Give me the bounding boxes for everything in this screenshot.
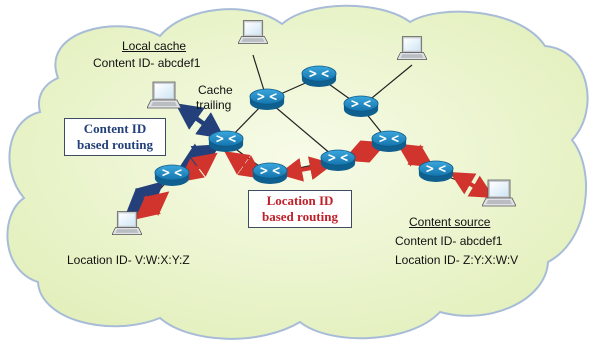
location-routing-line1: Location ID	[266, 193, 334, 208]
link	[266, 99, 339, 161]
local-cache-content-id: Content ID- abcdef1	[93, 56, 201, 70]
content-id-routing-label: Content ID based routing	[64, 118, 166, 156]
router-icon	[301, 65, 337, 88]
router-icon	[418, 160, 454, 183]
router-icon	[343, 95, 379, 118]
location-routing-arrow	[449, 171, 495, 199]
router-icon	[154, 164, 190, 187]
cache-trailing-line2: trailing	[196, 98, 232, 112]
cache-trailing-line1: Cache	[198, 83, 233, 97]
location-routing-arrow	[224, 151, 264, 179]
location-routing-line2: based routing	[262, 209, 338, 224]
location-routing-arrow	[178, 152, 218, 183]
content-source-content-id: Content ID- abcdef1	[395, 234, 503, 248]
local-cache-title: Local cache	[122, 39, 187, 53]
location-routing-arrow	[396, 143, 435, 168]
location-id-routing-label: Location ID based routing	[248, 190, 352, 228]
content-routing-line1: Content ID	[83, 121, 147, 136]
content-routing-line2: based routing	[77, 137, 153, 152]
router-icon	[249, 88, 285, 111]
router-icon	[252, 162, 288, 185]
content-routing-arrow	[175, 103, 225, 139]
router-icon	[320, 149, 356, 172]
router-icon	[371, 130, 407, 153]
content-source-location-id: Location ID- Z:Y:X:W:V	[395, 253, 519, 267]
location-routing-arrow	[134, 191, 170, 220]
router-icon	[208, 130, 244, 153]
location-id-routing-arrows	[134, 140, 495, 220]
location-routing-arrow	[342, 140, 388, 163]
location-routing-arrow	[278, 156, 334, 182]
client-location-id: Location ID- V:W:X:Y:Z	[67, 253, 190, 267]
content-source-title: Content source	[409, 215, 491, 229]
